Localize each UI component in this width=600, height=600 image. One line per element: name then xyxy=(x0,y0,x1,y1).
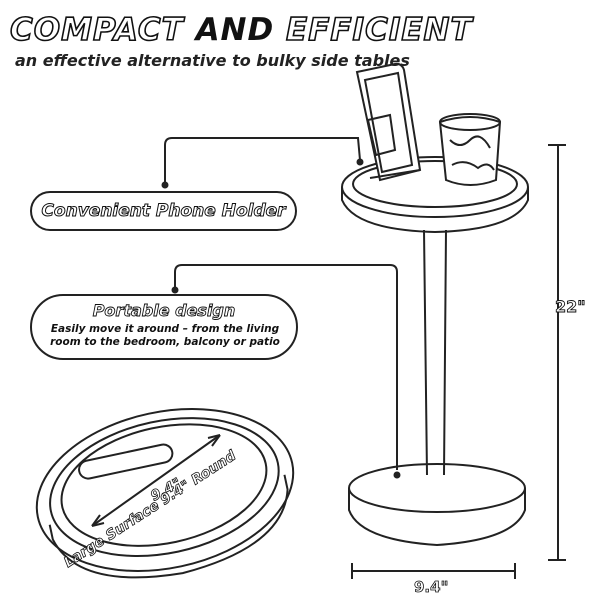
phone-holder-callout: Convenient Phone Holder xyxy=(30,191,297,231)
table-base xyxy=(348,463,526,547)
portable-callout-leader xyxy=(174,264,398,470)
base-dimension-line xyxy=(351,563,516,579)
subheadline: an effective alternative to bulky side t… xyxy=(15,51,410,70)
headline-part-1: COMPACT xyxy=(9,11,196,49)
tray-diameter-arrow xyxy=(91,434,221,527)
tray-top-view xyxy=(35,408,295,579)
glass-icon xyxy=(438,113,502,186)
portable-design-description: Easily move it around – from the living … xyxy=(50,323,280,348)
table-pole xyxy=(423,229,447,476)
height-dimension-label: 22" xyxy=(555,297,586,317)
height-dimension-line xyxy=(548,144,566,561)
portable-design-callout: Portable design Easily move it around – … xyxy=(30,294,298,360)
portable-design-title: Portable design xyxy=(92,301,236,321)
table-top xyxy=(341,156,529,234)
headline: COMPACT AND EFFICIENT xyxy=(9,11,473,49)
base-width-label: 9.4" xyxy=(414,578,449,597)
headline-part-2: AND xyxy=(195,12,275,48)
phone-callout-leader xyxy=(164,137,361,185)
phone-holder-label: Convenient Phone Holder xyxy=(41,201,286,222)
headline-part-3: EFFICIENT xyxy=(274,11,473,49)
phone-icon xyxy=(355,62,422,182)
